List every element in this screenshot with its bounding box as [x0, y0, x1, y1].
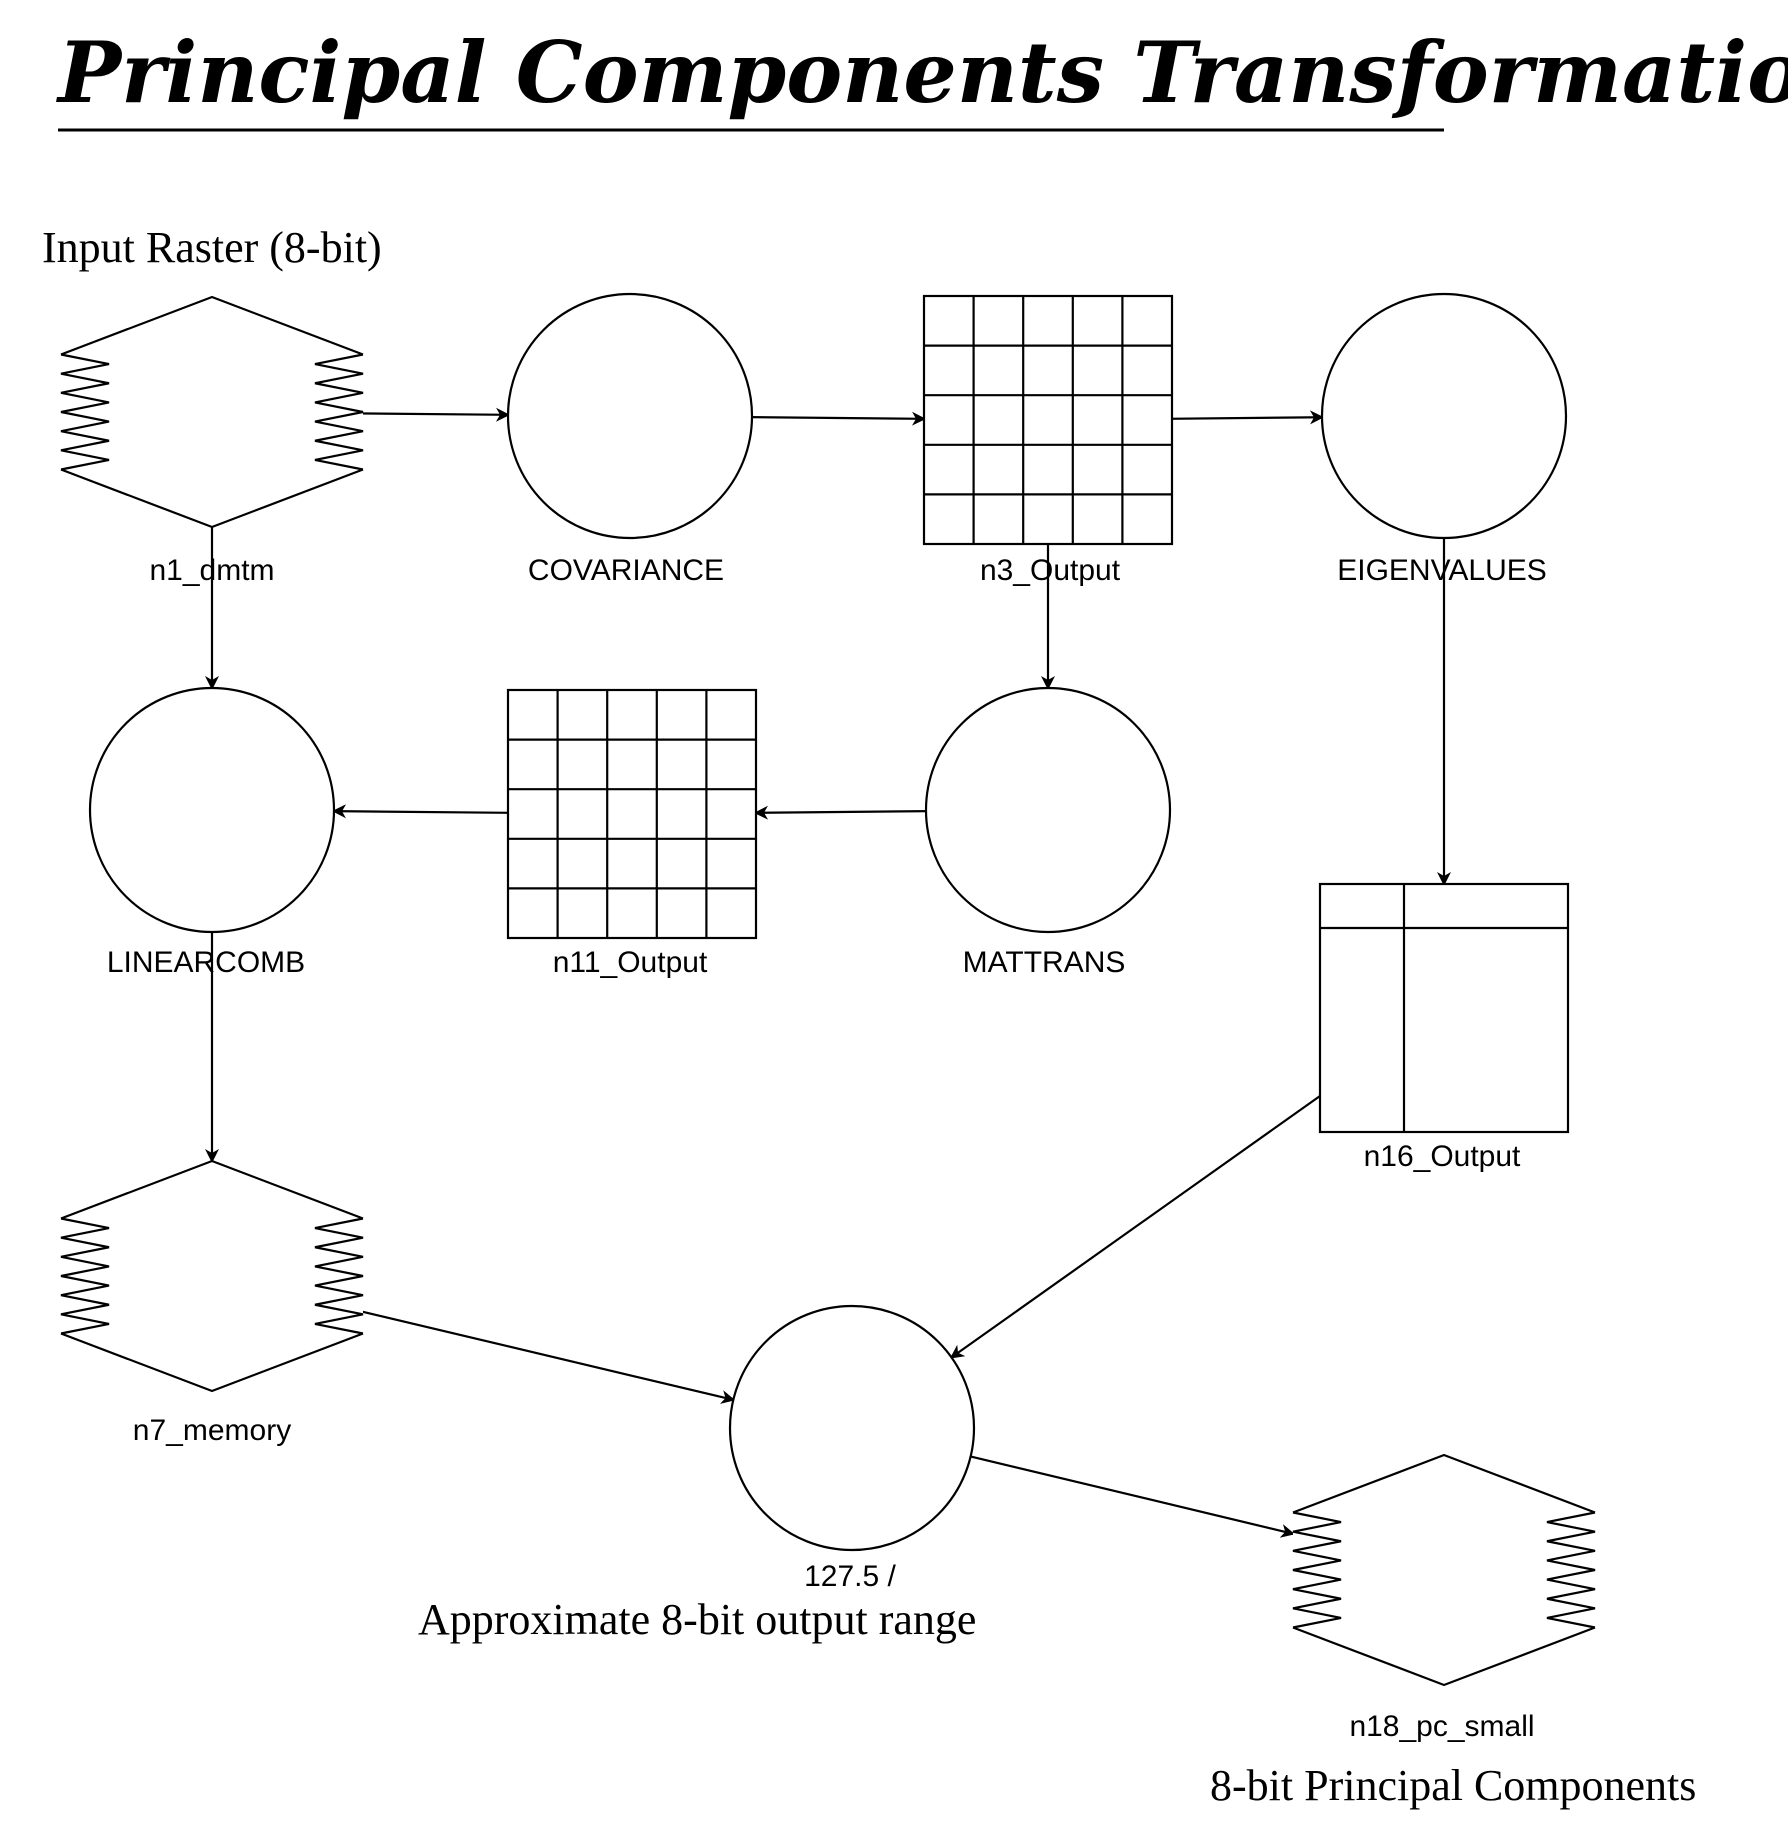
caption-principal-components: 8-bit Principal Components: [1210, 1761, 1696, 1810]
label-n7-memory: n7_memory: [133, 1414, 291, 1447]
raster-node-n18-pc-small[interactable]: [1292, 1453, 1596, 1687]
label-eigenvalues: EIGENVALUES: [1337, 554, 1547, 587]
function-node-scale[interactable]: [728, 1304, 976, 1552]
caption-output-range: Approximate 8-bit output range: [418, 1595, 976, 1644]
label-covariance: COVARIANCE: [528, 554, 724, 587]
label-scale: 127.5 /: [804, 1560, 896, 1593]
function-node-linearcomb[interactable]: [88, 686, 336, 934]
label-n1-dmtm: n1_dmtm: [149, 554, 274, 587]
edge-scale-to-n18-pc-small: [916, 1442, 1295, 1538]
function-node-eigenvalues[interactable]: [1320, 292, 1568, 540]
caption-input-raster: Input Raster (8-bit): [42, 223, 382, 272]
matrix-node-n11-output[interactable]: [506, 688, 758, 940]
label-linearcomb: LINEARCOMB: [107, 946, 305, 979]
function-node-covariance[interactable]: [506, 292, 754, 540]
table-node-n16-output[interactable]: [1318, 882, 1570, 1134]
matrix-node-n3-output[interactable]: [922, 294, 1174, 546]
label-n16-output: n16_Output: [1364, 1140, 1521, 1173]
raster-node-n7-memory[interactable]: [60, 1159, 364, 1393]
function-node-mattrans[interactable]: [924, 686, 1172, 934]
label-n18-pc-small: n18_pc_small: [1349, 1710, 1534, 1743]
edge-n16-output-to-scale: [949, 1046, 1390, 1359]
label-n11-output: n11_Output: [553, 946, 708, 979]
label-n3-output: n3_Output: [980, 554, 1121, 587]
raster-node-n1-dmtm[interactable]: [60, 295, 364, 529]
label-mattrans: MATTRANS: [963, 946, 1126, 979]
page-title: Principal Components Transformation: [56, 23, 1788, 122]
